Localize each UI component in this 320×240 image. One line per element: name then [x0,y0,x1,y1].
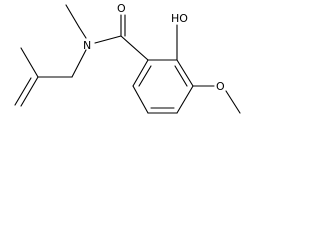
bond-ethyl-ch3 [65,4,80,28]
bond-n-carbonyl-c [94,35,122,44]
atom-label-carbonyl-oxygen: O [117,2,126,15]
atom-label-methoxy-oxygen: O [216,80,225,93]
ring-bond-2-inner [174,65,188,87]
bond-n-ch2 [71,49,87,78]
ring-bond-3 [176,85,194,114]
bond-ethyl-n [78,26,87,39]
ring-bond-5 [132,85,149,114]
atom-label-hydroxyl: HO [171,12,188,25]
bond-lines [14,4,241,114]
bond-carbonyl-ring [120,35,149,61]
bond-c-methyl [20,47,39,78]
bond-alkene-1 [20,76,39,107]
ring-bond-6-inner [138,65,152,87]
molecule-structure: O N HO O [14,2,241,114]
bond-o-ch3 [225,90,241,114]
bond-alkene-2 [14,77,32,106]
ring-bond-2 [176,59,194,87]
ring-bond-6 [132,59,149,87]
atom-label-nitrogen: N [83,39,91,52]
